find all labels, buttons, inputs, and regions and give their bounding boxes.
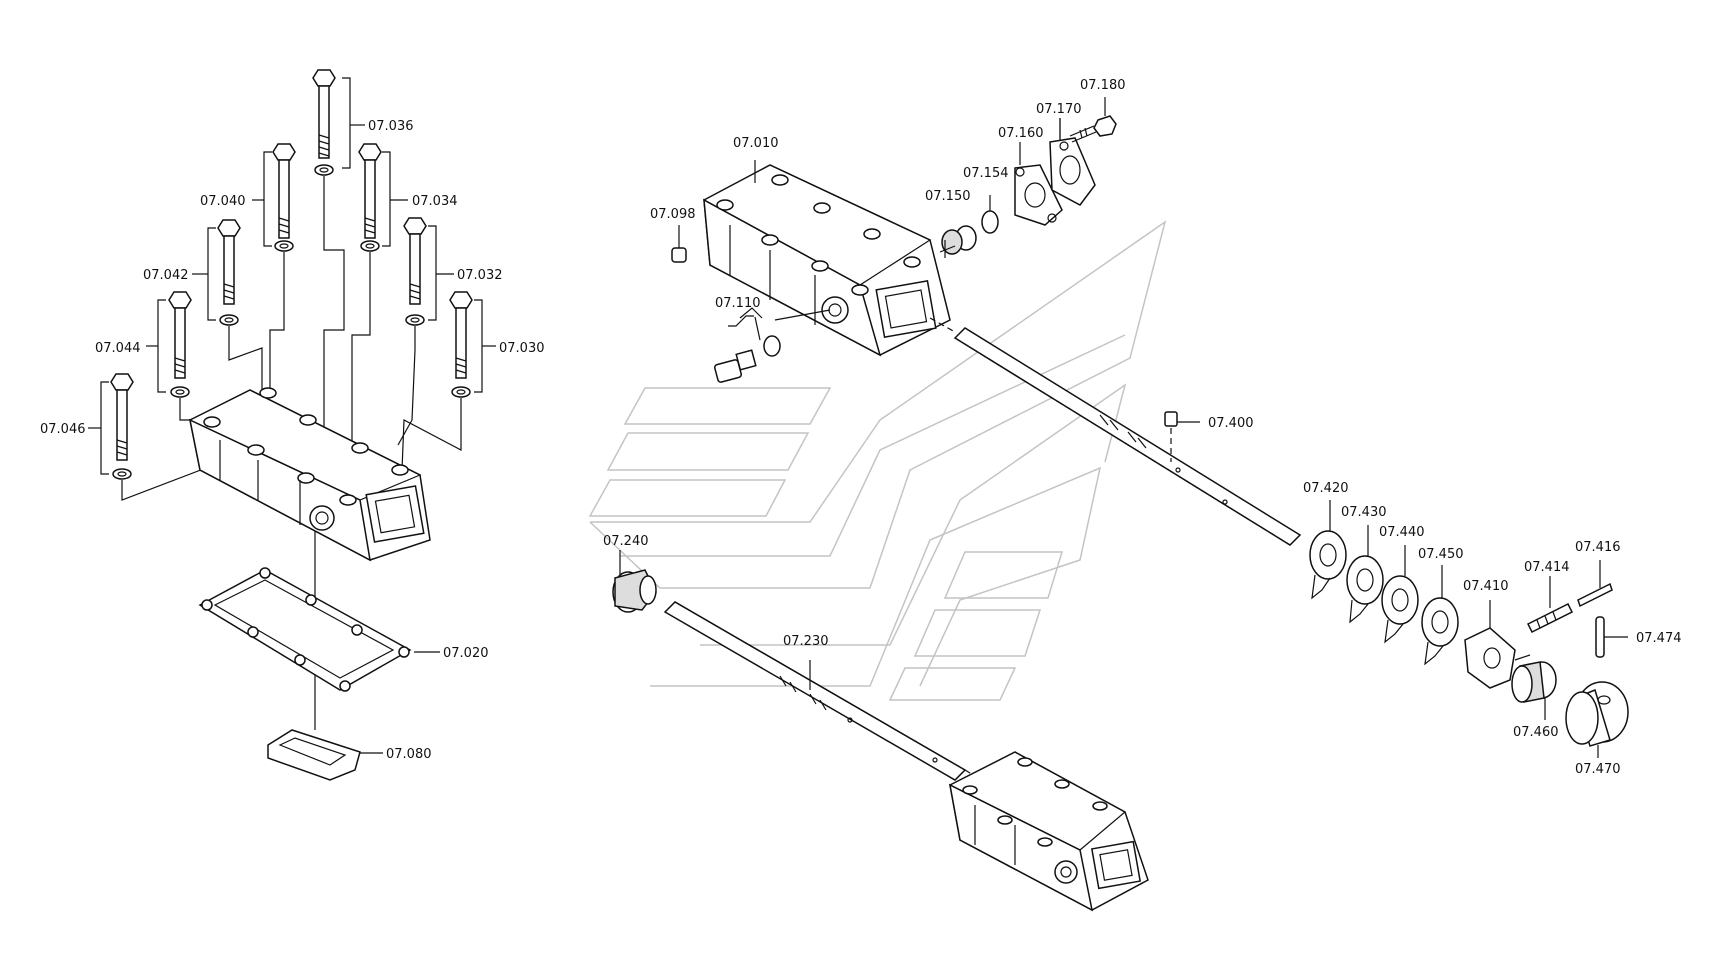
label-07-400: 07.400 [1208,416,1254,431]
label-07-460: 07.460 [1513,725,1559,740]
callout-labels: 07.036 07.040 07.034 07.042 07.032 07.04… [40,78,1682,777]
circlip-07-154[interactable] [981,195,999,234]
housing-07-010[interactable] [703,160,951,357]
bolt-07-046[interactable] [110,373,134,480]
label-07-230: 07.230 [783,634,829,649]
label-07-110: 07.110 [715,296,761,311]
label-07-154: 07.154 [963,166,1009,181]
bushing-07-240[interactable] [612,550,657,613]
bushing-07-460[interactable] [1511,661,1557,720]
label-07-180: 07.180 [1080,78,1126,93]
label-07-420: 07.420 [1303,481,1349,496]
bolt-07-042[interactable] [217,219,241,326]
collar-07-470[interactable] [1565,681,1629,758]
shaft-07-230[interactable] [663,601,986,783]
label-07-240: 07.240 [603,534,649,549]
label-07-450: 07.450 [1418,547,1464,562]
bushing-07-150[interactable] [939,225,977,258]
label-07-046: 07.046 [40,422,86,437]
bolt-07-036[interactable] [312,69,336,176]
label-07-042: 07.042 [143,268,189,283]
sensor-07-110[interactable] [714,307,831,383]
lower-housing[interactable] [948,751,1149,912]
label-07-410: 07.410 [1463,579,1509,594]
cover-07-080[interactable] [267,729,383,781]
label-07-170: 07.170 [1036,102,1082,117]
watermark-logo [588,220,1167,701]
label-07-160: 07.160 [998,126,1044,141]
disc-07-440[interactable] [1381,545,1419,644]
label-07-430: 07.430 [1341,505,1387,520]
label-07-034: 07.034 [412,194,458,209]
label-07-032: 07.032 [457,268,503,283]
label-07-030: 07.030 [499,341,545,356]
pin-07-400[interactable] [1164,411,1200,462]
label-07-044: 07.044 [95,341,141,356]
bolt-07-040[interactable] [272,143,296,252]
bolt-07-030[interactable] [449,291,473,398]
block-07-410[interactable] [1464,600,1531,689]
label-07-150: 07.150 [925,189,971,204]
label-07-020: 07.020 [443,646,489,661]
bolt-07-034[interactable] [358,143,382,252]
label-07-040: 07.040 [200,194,246,209]
label-07-474: 07.474 [1636,631,1682,646]
label-07-036: 07.036 [368,119,414,134]
bolt-07-032[interactable] [403,217,427,326]
spring-07-414[interactable] [1526,576,1574,634]
label-07-416: 07.416 [1575,540,1621,555]
gasket-07-020[interactable] [198,567,440,692]
label-07-440: 07.440 [1379,525,1425,540]
label-07-414: 07.414 [1524,560,1570,575]
label-07-470: 07.470 [1575,762,1621,777]
disc-07-430[interactable] [1346,525,1384,624]
plug-07-098[interactable] [671,225,687,263]
label-07-098: 07.098 [650,207,696,222]
label-07-080: 07.080 [386,747,432,762]
gasket-07-160[interactable] [1014,142,1063,226]
left-housing[interactable] [188,387,431,562]
bolt-07-044[interactable] [168,291,192,398]
pin-07-416[interactable] [1577,560,1613,608]
pin-07-474[interactable] [1595,616,1628,658]
cover-07-170[interactable] [1049,118,1096,206]
shaft-upper[interactable] [929,317,1302,546]
screw-07-180[interactable] [1069,97,1117,143]
label-07-010: 07.010 [733,136,779,151]
disc-07-450[interactable] [1421,565,1459,666]
disc-07-420[interactable] [1309,500,1347,600]
